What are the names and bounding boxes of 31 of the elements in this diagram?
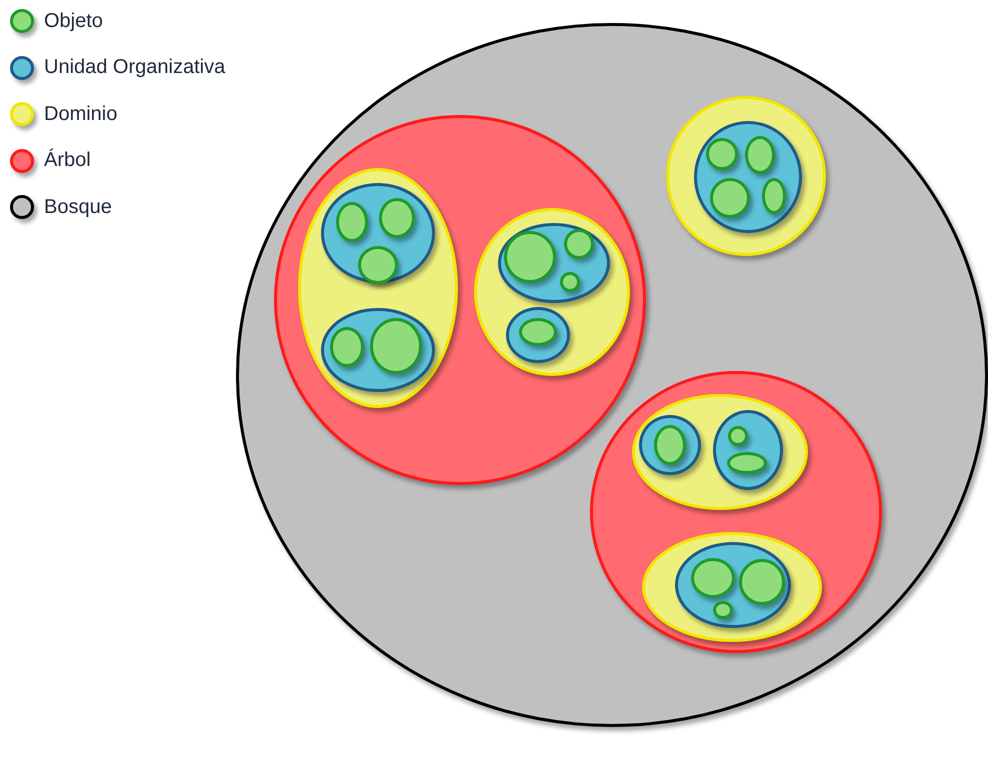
legend-label: Árbol <box>44 149 91 172</box>
object-ellipse <box>654 425 686 465</box>
object-ellipse <box>745 136 775 174</box>
organizational-unit-ellipse <box>321 308 435 392</box>
object-ellipse <box>762 178 786 214</box>
organizational-unit-ellipse <box>713 410 783 490</box>
legend-label: Dominio <box>44 102 118 126</box>
object-ellipse <box>560 272 580 292</box>
object-ellipse <box>336 202 368 242</box>
object-ellipse <box>330 327 364 367</box>
object-ellipse <box>358 246 398 284</box>
organizational-unit-ellipse <box>321 183 435 283</box>
object-ellipse <box>691 558 735 598</box>
organizational-unit-ellipse <box>639 415 701 475</box>
object-ellipse <box>710 178 750 218</box>
legend-label: Unidad Organizativa <box>44 56 226 79</box>
organizational-unit-ellipse <box>506 307 570 363</box>
organizational-unit-ellipse <box>498 223 610 303</box>
legend-label: Objeto <box>44 10 103 32</box>
object-ellipse <box>504 231 556 283</box>
legend-label: Bosque <box>44 196 112 218</box>
object-ellipse <box>379 198 415 238</box>
object-ellipse <box>564 229 594 259</box>
organizational-unit-ellipse <box>675 542 791 628</box>
object-ellipse <box>739 559 785 605</box>
object-ellipse <box>728 426 748 446</box>
object-ellipse <box>706 138 738 170</box>
object-ellipse <box>370 318 422 374</box>
object-ellipse <box>727 452 767 474</box>
object-ellipse <box>713 601 733 619</box>
object-ellipse <box>519 318 557 346</box>
